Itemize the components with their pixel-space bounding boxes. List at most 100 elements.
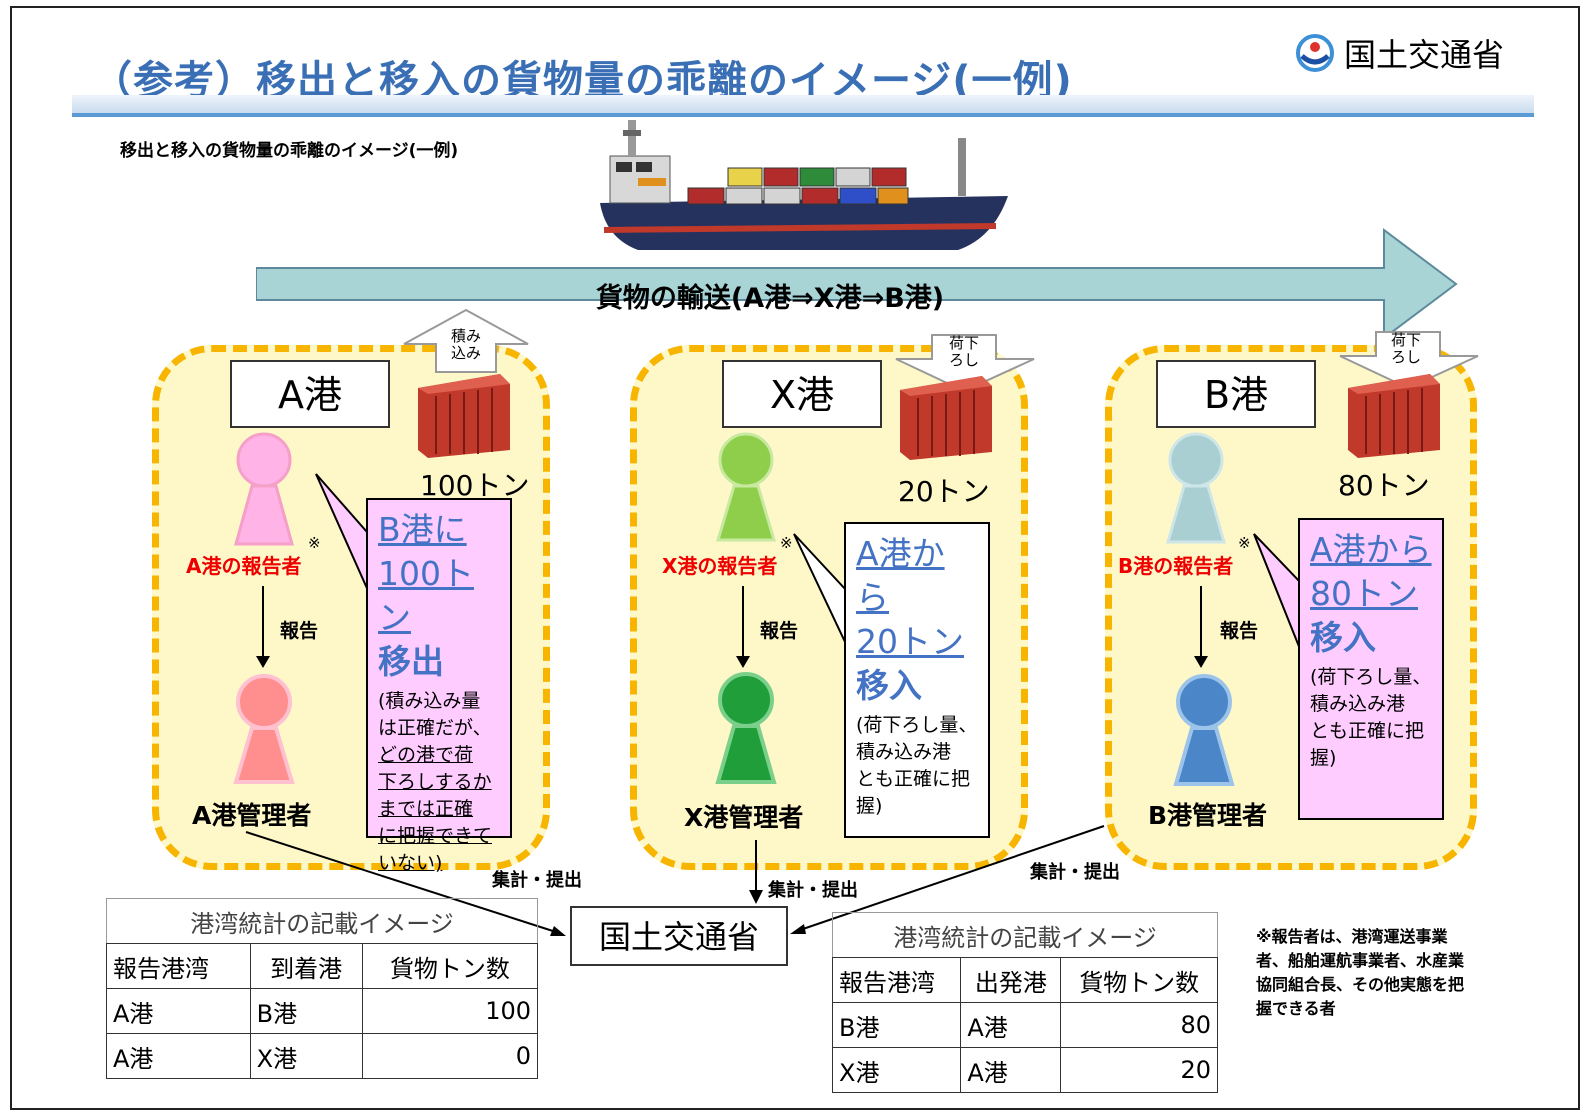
callout-line: 100トン xyxy=(378,554,474,637)
detail-line: 積み込み港 xyxy=(856,741,952,763)
unload-down-arrow-icon xyxy=(895,334,1035,393)
port-a-name: A港 xyxy=(230,360,390,428)
port-x-action-line: ろし xyxy=(948,351,979,369)
table-row: X港 A港 20 xyxy=(831,1047,1218,1093)
callout-line: B港に xyxy=(378,510,467,549)
detail-line: 握) xyxy=(1310,747,1337,769)
port-a-reporter: A港の報告者 xyxy=(186,554,302,578)
detail-line: は正確だが、 xyxy=(378,717,492,739)
table-cell: 100 xyxy=(361,988,539,1034)
port-a-callout: B港に 100トン 移出 (積み込み量 は正確だが、 どの港で荷 下ろしするか … xyxy=(366,498,512,874)
table-cell: 20 xyxy=(1060,1047,1218,1093)
port-b-action-line: 荷下 xyxy=(1390,331,1421,349)
detail-line: 握) xyxy=(856,795,883,817)
report-arrow xyxy=(256,586,270,668)
table-cell: A港 xyxy=(106,1033,251,1079)
port-a-note-mark: ※ xyxy=(308,534,321,552)
port-x-report-label: 報告 xyxy=(760,620,799,642)
slide-frame xyxy=(10,6,1580,1110)
title-underline xyxy=(72,95,1534,117)
callout-detail: (積み込み量 は正確だが、 どの港で荷 下ろしするか までは正確 に把握できて … xyxy=(378,688,500,877)
callout-tail xyxy=(793,533,847,645)
table-header: 貨物トン数 xyxy=(1060,957,1218,1003)
port-x-name: X港 xyxy=(722,360,882,428)
detail-line: (荷下ろし量、 xyxy=(1310,666,1432,688)
table-cell: X港 xyxy=(249,1033,363,1079)
port-b-note-mark: ※ xyxy=(1238,534,1251,552)
manager-person-icon xyxy=(1173,674,1235,786)
port-b-tons: 80トン xyxy=(1338,469,1430,502)
port-a-report-label: 報告 xyxy=(280,620,319,642)
callout-line: A港から xyxy=(1310,530,1432,569)
cargo-ship-icon xyxy=(600,120,1008,250)
detail-line: 下ろしするか xyxy=(378,771,492,793)
table-cell: B港 xyxy=(249,988,363,1034)
table-cell: 0 xyxy=(361,1033,539,1079)
table-row: A港 X港 0 xyxy=(106,1033,539,1079)
callout-line: 移入 xyxy=(1310,618,1376,657)
table-cell: X港 xyxy=(831,1047,962,1093)
table-cell: B港 xyxy=(831,1002,962,1048)
detail-line: いない) xyxy=(378,852,443,874)
statistics-table-left: 港湾統計の記載イメージ 報告港湾 到着港 貨物トン数 A港 B港 100 A港 … xyxy=(106,898,539,1079)
callout-detail: (荷下ろし量、 積み込み港 とも正確に把 握) xyxy=(856,712,978,820)
port-x-action: 荷下 ろし xyxy=(938,335,990,369)
port-x-note-mark: ※ xyxy=(780,534,793,552)
port-b-manager: B港管理者 xyxy=(1148,801,1268,830)
callout-line: 移入 xyxy=(856,666,922,705)
table-caption: 港湾統計の記載イメージ xyxy=(106,898,538,944)
report-arrow xyxy=(1194,586,1208,668)
port-b-action-line: ろし xyxy=(1390,348,1421,366)
port-a-action-line: 積み xyxy=(450,327,481,345)
detail-line: とも正確に把 xyxy=(856,768,971,790)
table-header: 到着港 xyxy=(249,943,363,989)
table-cell: A港 xyxy=(106,988,251,1034)
port-x-callout: A港か ら 20トン 移入 (荷下ろし量、 積み込み港 とも正確に把 握) xyxy=(844,522,990,838)
table-cell: A港 xyxy=(960,1047,1062,1093)
table-header: 報告港湾 xyxy=(106,943,251,989)
port-b-action: 荷下 ろし xyxy=(1380,332,1432,366)
detail-line: どの港で荷 xyxy=(378,744,474,766)
port-a-manager: A港管理者 xyxy=(192,801,312,830)
load-up-arrow-icon xyxy=(403,308,529,373)
port-b-callout: A港から 80トン 移入 (荷下ろし量、 積み込み港 とも正確に把 握) xyxy=(1298,518,1444,820)
port-x-tons: 20トン xyxy=(898,475,990,508)
callout-line: 移出 xyxy=(378,642,444,681)
table-row: B港 A港 80 xyxy=(831,1002,1218,1048)
callout-line: 80トン xyxy=(1310,574,1418,613)
diagram-subtitle: 移出と移入の貨物量の乖離のイメージ(一例) xyxy=(120,141,459,161)
unload-down-arrow-icon xyxy=(1339,331,1479,390)
manager-person-icon xyxy=(233,674,295,784)
reporter-person-icon xyxy=(234,432,294,546)
reporter-person-icon xyxy=(715,432,777,542)
table-cell: 80 xyxy=(1060,1002,1218,1048)
submit-label-center: 集計・提出 xyxy=(768,880,858,901)
port-a-action: 積み 込み xyxy=(440,328,492,362)
detail-line: とも正確に把 xyxy=(1310,720,1425,742)
port-x-reporter: X港の報告者 xyxy=(662,554,778,578)
container-icon xyxy=(900,376,992,460)
table-caption: 港湾統計の記載イメージ xyxy=(832,912,1218,958)
table-header: 出発港 xyxy=(960,957,1062,1003)
detail-line: (積み込み量 xyxy=(378,690,481,712)
statistics-table-right: 港湾統計の記載イメージ 報告港湾 出発港 貨物トン数 B港 A港 80 X港 A… xyxy=(831,912,1218,1093)
mlit-box: 国土交通省 xyxy=(570,906,788,966)
callout-line: A港か xyxy=(856,534,945,573)
report-arrow xyxy=(736,586,750,668)
submit-label-left: 集計・提出 xyxy=(492,870,582,891)
submit-label-right: 集計・提出 xyxy=(1030,862,1120,883)
detail-line: に把握できて xyxy=(378,825,493,847)
mlit-logo-icon xyxy=(1296,34,1334,72)
port-b-name: B港 xyxy=(1156,360,1316,428)
logo-text: 国土交通省 xyxy=(1344,36,1505,74)
transport-arrow xyxy=(256,228,1458,340)
port-x-action-line: 荷下 xyxy=(948,334,979,352)
transport-arrow-label: 貨物の輸送(A港⇒X港⇒B港) xyxy=(595,283,945,314)
table-header: 貨物トン数 xyxy=(361,943,539,989)
port-b-report-label: 報告 xyxy=(1220,620,1259,642)
callout-line: ら xyxy=(856,578,889,617)
callout-detail: (荷下ろし量、 積み込み港 とも正確に把 握) xyxy=(1310,664,1432,772)
manager-person-icon xyxy=(715,672,777,784)
port-a-tons: 100トン xyxy=(420,469,530,502)
table-row: A港 B港 100 xyxy=(106,988,539,1034)
